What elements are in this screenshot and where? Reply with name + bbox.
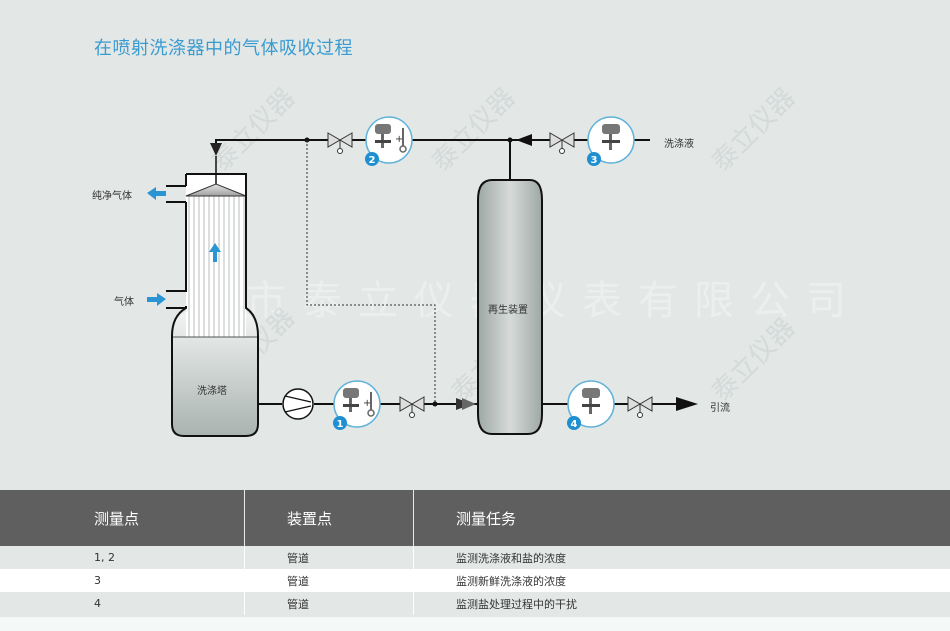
svg-text:2: 2 [369,155,376,166]
badge [365,152,379,166]
transmitter-icon [602,124,620,150]
transmitter-icon [375,124,391,148]
footer-strip [0,617,950,631]
table-cell: 监测盐处理过程中的干扰 [413,592,950,615]
column-header: 装置点 [244,490,414,546]
valve-icon [399,396,425,418]
table-cell: 1, 2 [0,546,245,569]
discharge-arrow-icon [676,397,698,411]
table-row: 4 管道 监测盐处理过程中的干扰 [0,592,950,615]
svg-text:+: + [363,398,371,409]
flow-arrow-icon [516,134,532,146]
svg-text:+: + [395,134,403,145]
temperature-sensor-icon [399,128,407,153]
svg-text:1: 1 [337,419,344,430]
valve-icon [627,396,653,418]
measurement-table: 测量点 装置点 测量任务 1, 2 管道 监测洗涤液和盐的浓度 3 管道 监测新… [0,490,950,615]
gas-flow-up-arrow-icon [209,243,221,262]
scrubber-label: 洗涤塔 [197,386,227,397]
measurement-point-4[interactable]: 4 [567,380,615,430]
table-cell: 4 [0,592,245,615]
regenerator-label: 再生装置 [488,305,528,316]
table-cell: 3 [0,569,245,592]
top-pipe [215,134,650,180]
regenerator-vessel [477,179,543,435]
table-cell: 管道 [244,569,414,592]
svg-text:4: 4 [571,419,578,430]
table-cell: 监测洗涤液和盐的浓度 [413,546,950,569]
page-title: 在喷射洗涤器中的气体吸收过程 [94,38,353,59]
column-header: 测量点 [0,490,245,546]
table-row: 1, 2 管道 监测洗涤液和盐的浓度 [0,546,950,569]
transmitter-icon [343,388,359,412]
gas-label: 气体 [114,297,134,308]
gas-inlet-arrow-icon [147,293,166,306]
table-cell: 监测新鲜洗涤液的浓度 [413,569,950,592]
clean-gas-arrow-icon [147,187,166,200]
measurement-point-2[interactable]: + 2 [365,116,413,166]
badge [567,416,581,430]
clean-gas-label: 纯净气体 [92,191,132,202]
measurement-point-1[interactable]: + 1 [333,380,381,430]
transmitter-icon [582,388,600,414]
table-row: 3 管道 监测新鲜洗涤液的浓度 [0,569,950,592]
table-cell: 管道 [244,592,414,615]
process-diagram: + 1 + 2 3 [147,116,698,437]
table-header-row: 测量点 装置点 测量任务 [0,490,950,546]
wash-liquid-label: 洗涤液 [664,139,694,150]
table-cell: 管道 [244,546,414,569]
svg-text:3: 3 [591,155,598,166]
temperature-sensor-icon [367,392,375,417]
discharge-label: 引流 [710,403,730,414]
column-header: 测量任务 [413,490,950,546]
pump-icon [282,388,314,420]
valve-icon [549,132,575,154]
badge [333,416,347,430]
control-signal-line [306,140,436,404]
measurement-point-3[interactable]: 3 [587,116,635,166]
bottom-pipe [258,397,698,411]
badge [587,152,601,166]
valve-icon [327,132,353,154]
